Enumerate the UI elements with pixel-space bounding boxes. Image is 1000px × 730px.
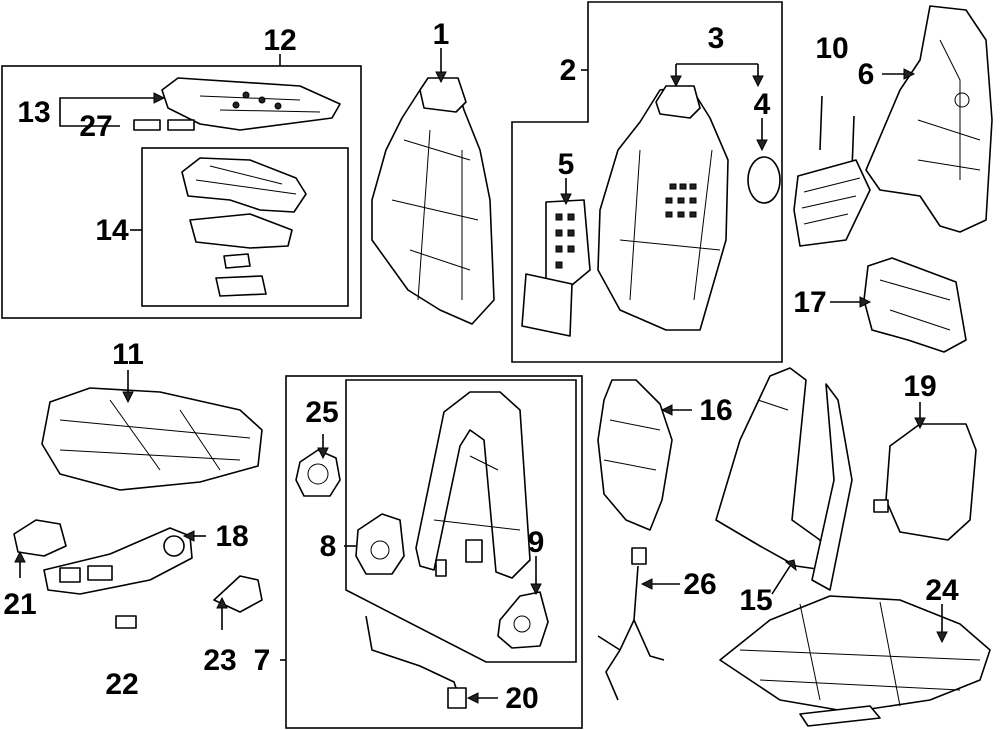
arrowheads <box>14 68 948 704</box>
callout-6: 6 <box>858 58 875 91</box>
seat-heater-mat <box>161 77 341 131</box>
callout-20: 20 <box>505 682 538 715</box>
headrest <box>873 423 977 541</box>
callout-22: 22 <box>105 668 138 701</box>
callout-5: 5 <box>558 148 575 181</box>
group-box-12 <box>1 65 362 319</box>
seatback-cap <box>747 156 781 204</box>
callout-25: 25 <box>305 396 338 429</box>
callout-7: 7 <box>254 644 271 677</box>
callout-17: 17 <box>793 286 826 319</box>
side-airbag-sensor <box>295 449 341 497</box>
callout-14: 14 <box>95 214 129 247</box>
seatback-pad <box>521 199 591 337</box>
cushion-pad <box>181 157 307 297</box>
recliner-left <box>355 513 405 575</box>
harness-connector <box>447 687 467 709</box>
callout-3: 3 <box>708 22 725 55</box>
seat-cushion-cover <box>41 387 263 491</box>
callout-18: 18 <box>215 520 248 553</box>
lumbar-support <box>793 95 871 247</box>
callout-10: 10 <box>815 32 848 65</box>
callout-11: 11 <box>112 338 144 371</box>
callout-19: 19 <box>903 370 936 403</box>
seat-side-cover <box>863 257 967 353</box>
seatback-side-trim <box>715 367 853 591</box>
recline-knob <box>213 575 263 613</box>
seatback-frame-side <box>865 5 993 233</box>
callout-4: 4 <box>754 88 771 121</box>
callout-21: 21 <box>3 588 36 621</box>
switch-knob <box>115 615 137 629</box>
group-box-14 <box>141 147 349 307</box>
heater-connector <box>133 119 195 131</box>
callout-13: 13 <box>17 96 50 129</box>
seatback-panel <box>597 85 729 331</box>
callout-2: 2 <box>560 54 577 87</box>
seat-track-adjuster <box>719 595 991 727</box>
recliner-cover <box>597 379 673 531</box>
group-box-7-inner <box>345 379 577 663</box>
callout-9: 9 <box>528 526 545 559</box>
callout-16: 16 <box>699 394 732 427</box>
seat-switch <box>13 519 67 557</box>
callout-15: 15 <box>739 584 772 617</box>
callout-27: 27 <box>79 110 112 143</box>
recliner-right <box>497 591 549 649</box>
callout-8: 8 <box>320 530 337 563</box>
leader-lines <box>19 48 943 699</box>
callout-24: 24 <box>925 574 959 607</box>
seatback-frame <box>415 391 531 579</box>
callout-23: 23 <box>203 644 236 677</box>
power-seat-switch-cover <box>43 527 193 595</box>
group-box-2 <box>511 1 783 363</box>
wiring-harness <box>597 547 665 701</box>
seatback-panel-holes <box>665 183 697 218</box>
callout-26: 26 <box>683 568 716 601</box>
seatback-harness <box>365 615 461 701</box>
callout-1: 1 <box>433 18 450 51</box>
seatback-cover <box>371 77 495 325</box>
group-box-7 <box>285 375 583 729</box>
callout-12: 12 <box>263 24 296 57</box>
